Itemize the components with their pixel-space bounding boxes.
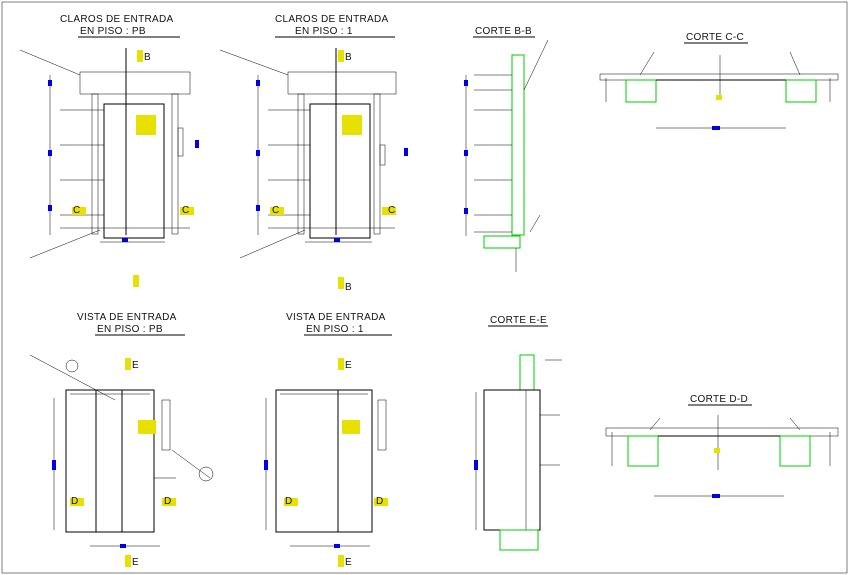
- mark-e-top-2: E: [345, 360, 352, 371]
- vista-pb-title-2: EN PISO : PB: [97, 324, 163, 335]
- claros-pb-view: CLAROS DE ENTRADA EN PISO : PB C C B .: [12, 14, 199, 287]
- vista-pb-title-1: VISTA DE ENTRADA: [77, 312, 177, 323]
- mark-b-top: B: [144, 52, 151, 63]
- note-text: .: [12, 52, 13, 56]
- vista-p1-view: VISTA DE ENTRADA EN PISO : 1 D D E E: [264, 312, 392, 568]
- mark-c-right: C: [182, 205, 189, 216]
- corte-bb-title: CORTE B-B: [475, 26, 532, 37]
- mark-d-right: D: [164, 496, 171, 507]
- claros-pb-title-1: CLAROS DE ENTRADA: [60, 14, 173, 25]
- mark-c-left-2: C: [272, 205, 279, 216]
- mark-d-left: D: [71, 496, 78, 507]
- vista-p1-title-1: VISTA DE ENTRADA: [286, 312, 386, 323]
- corte-ee-view: CORTE E-E: [474, 315, 562, 551]
- mark-e-top: E: [132, 360, 139, 371]
- corte-dd-title: CORTE D-D: [690, 394, 748, 405]
- slab-hatch: [79, 71, 191, 95]
- claros-pb-title-2: EN PISO : PB: [80, 26, 146, 37]
- corte-ee-title: CORTE E-E: [490, 315, 547, 326]
- mark-d-right-2: D: [376, 496, 383, 507]
- mark-e-bottom-2: E: [345, 557, 352, 568]
- corte-cc-view: CORTE C-C: [599, 32, 839, 130]
- mark-b-bottom-2: B: [345, 282, 352, 293]
- claros-p1-view: CLAROS DE ENTRADA EN PISO : 1 C C B B: [219, 14, 408, 293]
- claros-p1-title-1: CLAROS DE ENTRADA: [275, 14, 388, 25]
- corte-dd-view: CORTE D-D: [605, 394, 839, 498]
- claros-p1-title-2: EN PISO : 1: [295, 26, 353, 37]
- vista-p1-title-2: EN PISO : 1: [306, 324, 364, 335]
- corte-bb-view: CORTE B-B: [464, 26, 549, 272]
- mark-e-bottom: E: [132, 557, 139, 568]
- mark-c-right-2: C: [388, 205, 395, 216]
- mark-c-left: C: [73, 205, 80, 216]
- mark-d-left-2: D: [285, 496, 292, 507]
- corte-cc-title: CORTE C-C: [686, 32, 744, 43]
- vista-pb-view: VISTA DE ENTRADA EN PISO : PB D D E E: [29, 312, 214, 568]
- mark-b-top-2: B: [345, 52, 352, 63]
